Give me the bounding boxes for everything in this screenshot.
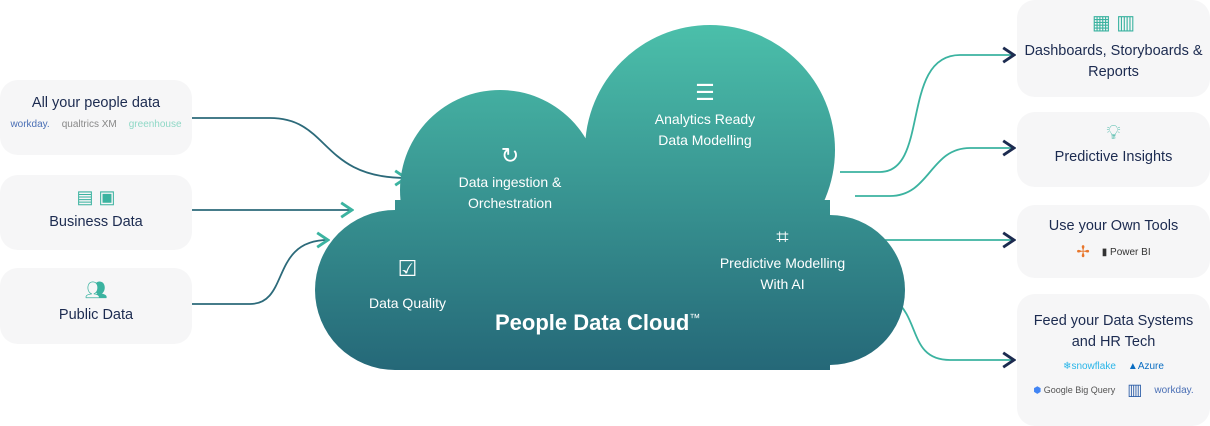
powerbi-logo: ▮ Power BI — [1101, 246, 1151, 258]
workday-logo: workday. — [10, 119, 50, 130]
qualtrics-logo: qualtrics XM — [61, 119, 117, 130]
input-public-data: 👥︎ Public Data — [0, 268, 192, 344]
output-insights: 💡︎ Predictive Insights — [1017, 112, 1210, 187]
label: Predictive Insights — [1054, 149, 1173, 165]
cloud-title: People Data Cloud™ — [495, 310, 701, 335]
bigquery-logo: ⬢ Google Big Query — [1033, 384, 1116, 395]
step-quality: ☑Data Quality — [355, 258, 460, 314]
connector-dashboards — [840, 55, 1014, 173]
step-ingestion: ↻Data ingestion & Orchestration — [440, 145, 580, 214]
step-modelling: ☰Analytics Ready Data Modelling — [640, 82, 770, 151]
server-icon: ☰ — [695, 80, 715, 105]
workday-logo: workday. — [1154, 384, 1194, 396]
connector-feed — [894, 299, 1014, 360]
output-dashboards: ▦ ▥ Dashboards, Storyboards & Reports — [1017, 0, 1210, 97]
connector-public — [192, 240, 328, 305]
chip-icon: ⌗ — [776, 224, 789, 249]
chart-icon: ▥ — [1116, 12, 1136, 34]
label: Dashboards, Storyboards & Reports — [1024, 43, 1203, 80]
people-icon: 👥︎ — [84, 280, 108, 300]
connector-people — [192, 117, 406, 178]
azure-logo: ▲Azure — [1127, 361, 1164, 372]
connector-insights — [855, 148, 1014, 197]
output-tools: Use your Own Tools ✢ ▮ Power BI — [1017, 205, 1210, 278]
greenhouse-logo: greenhouse — [128, 119, 182, 130]
server-icon: ▤ — [76, 187, 94, 207]
output-feed: Feed your Data Systems and HR Tech ❄snow… — [1017, 294, 1210, 426]
refresh-icon: ↻ — [500, 143, 520, 168]
lightbulb-icon: 💡︎ — [1106, 122, 1121, 144]
label: Use your Own Tools — [1048, 218, 1179, 234]
clipboard-icon: ▣ — [98, 187, 116, 207]
redshift-logo: ▥ — [1127, 382, 1143, 399]
label: Business Data — [49, 214, 143, 230]
snowflake-logo: ❄snowflake — [1063, 361, 1116, 372]
step-predictive: ⌗Predictive Modelling With AI — [705, 226, 860, 295]
tableau-logo: ✢ — [1076, 244, 1090, 261]
label: All your people data — [31, 95, 161, 111]
clipboard-check-icon: ☑ — [397, 256, 418, 281]
cloud-shape — [315, 25, 905, 370]
label: Public Data — [58, 307, 134, 323]
input-business-data: ▤ ▣ Business Data — [0, 175, 192, 250]
dashboard-icon: ▦ — [1091, 12, 1111, 34]
label: Feed your Data Systems and HR Tech — [1033, 313, 1194, 350]
input-people-data: All your people data workday. qualtrics X… — [0, 80, 192, 155]
